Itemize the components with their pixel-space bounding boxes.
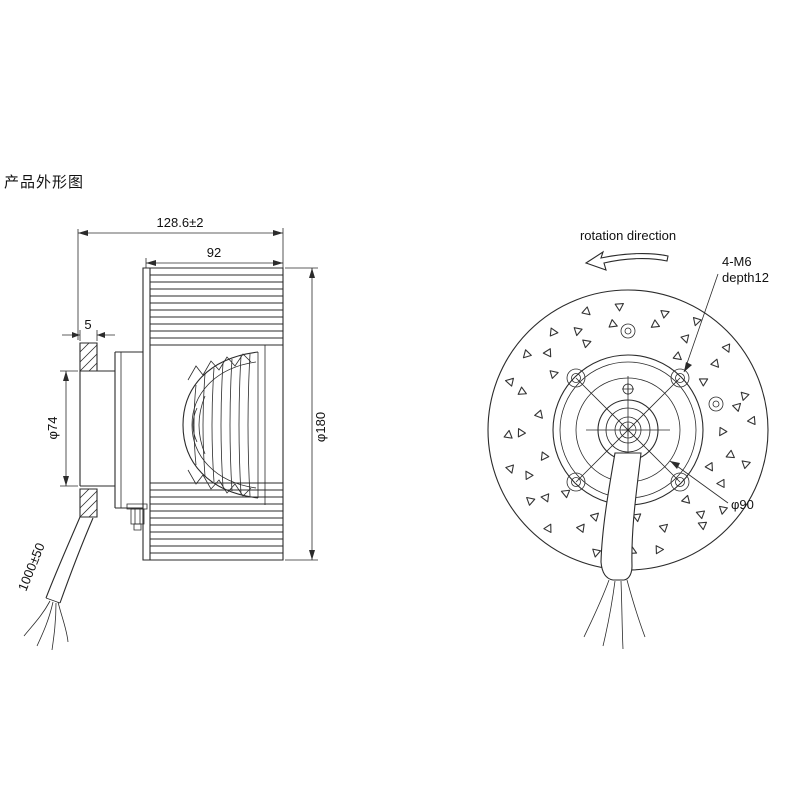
fixing-bolt — [126, 503, 148, 531]
mounting-hole-note: 4-M6 depth12 — [683, 254, 769, 373]
mounting-hole-note-line2: depth12 — [722, 270, 769, 285]
side-view: 128.6±2 92 5 φ74 — [15, 215, 328, 651]
dim-label-cable-length: 1000±50 — [15, 541, 48, 593]
rotor-dome — [182, 345, 266, 505]
dimension-flange-thickness: 5 — [62, 317, 115, 341]
dimension-overall-depth: 128.6±2 — [77, 215, 284, 340]
dim-label-motor-diameter: φ74 — [45, 417, 60, 440]
dim-label-flange-thickness: 5 — [84, 317, 91, 332]
grounding-mark — [622, 383, 634, 395]
bolt-circle-leader-line — [669, 460, 729, 504]
dimension-fan-diameter: φ180 — [285, 267, 328, 561]
mounting-flange — [79, 342, 115, 518]
dimension-motor-diameter: φ74 — [45, 370, 78, 487]
dim-label-bolt-circle: φ90 — [731, 497, 754, 512]
motor-body — [114, 351, 143, 509]
dimension-impeller-depth: 92 — [145, 245, 283, 268]
mounting-hole-note-line1: 4-M6 — [722, 254, 752, 269]
cable-front — [583, 452, 646, 650]
dim-label-overall-depth: 128.6±2 — [157, 215, 204, 230]
mounting-holes — [566, 368, 690, 492]
impeller-side — [142, 267, 284, 561]
rotation-direction-label: rotation direction — [580, 228, 676, 243]
rotation-direction: rotation direction — [580, 228, 676, 271]
front-view: rotation direction 4-M6 depth12 φ90 — [487, 228, 769, 650]
rivet-holes — [620, 323, 724, 412]
dim-label-fan-diameter: φ180 — [313, 412, 328, 442]
cable-side — [23, 516, 94, 651]
rotation-arrow-icon — [584, 250, 669, 271]
bolt-circle-note: φ90 — [669, 460, 754, 512]
perforation-pattern — [503, 303, 756, 558]
page-title: 产品外形图 — [4, 174, 84, 191]
dim-label-impeller-depth: 92 — [207, 245, 221, 260]
mounting-hole-leader-line — [683, 273, 719, 373]
